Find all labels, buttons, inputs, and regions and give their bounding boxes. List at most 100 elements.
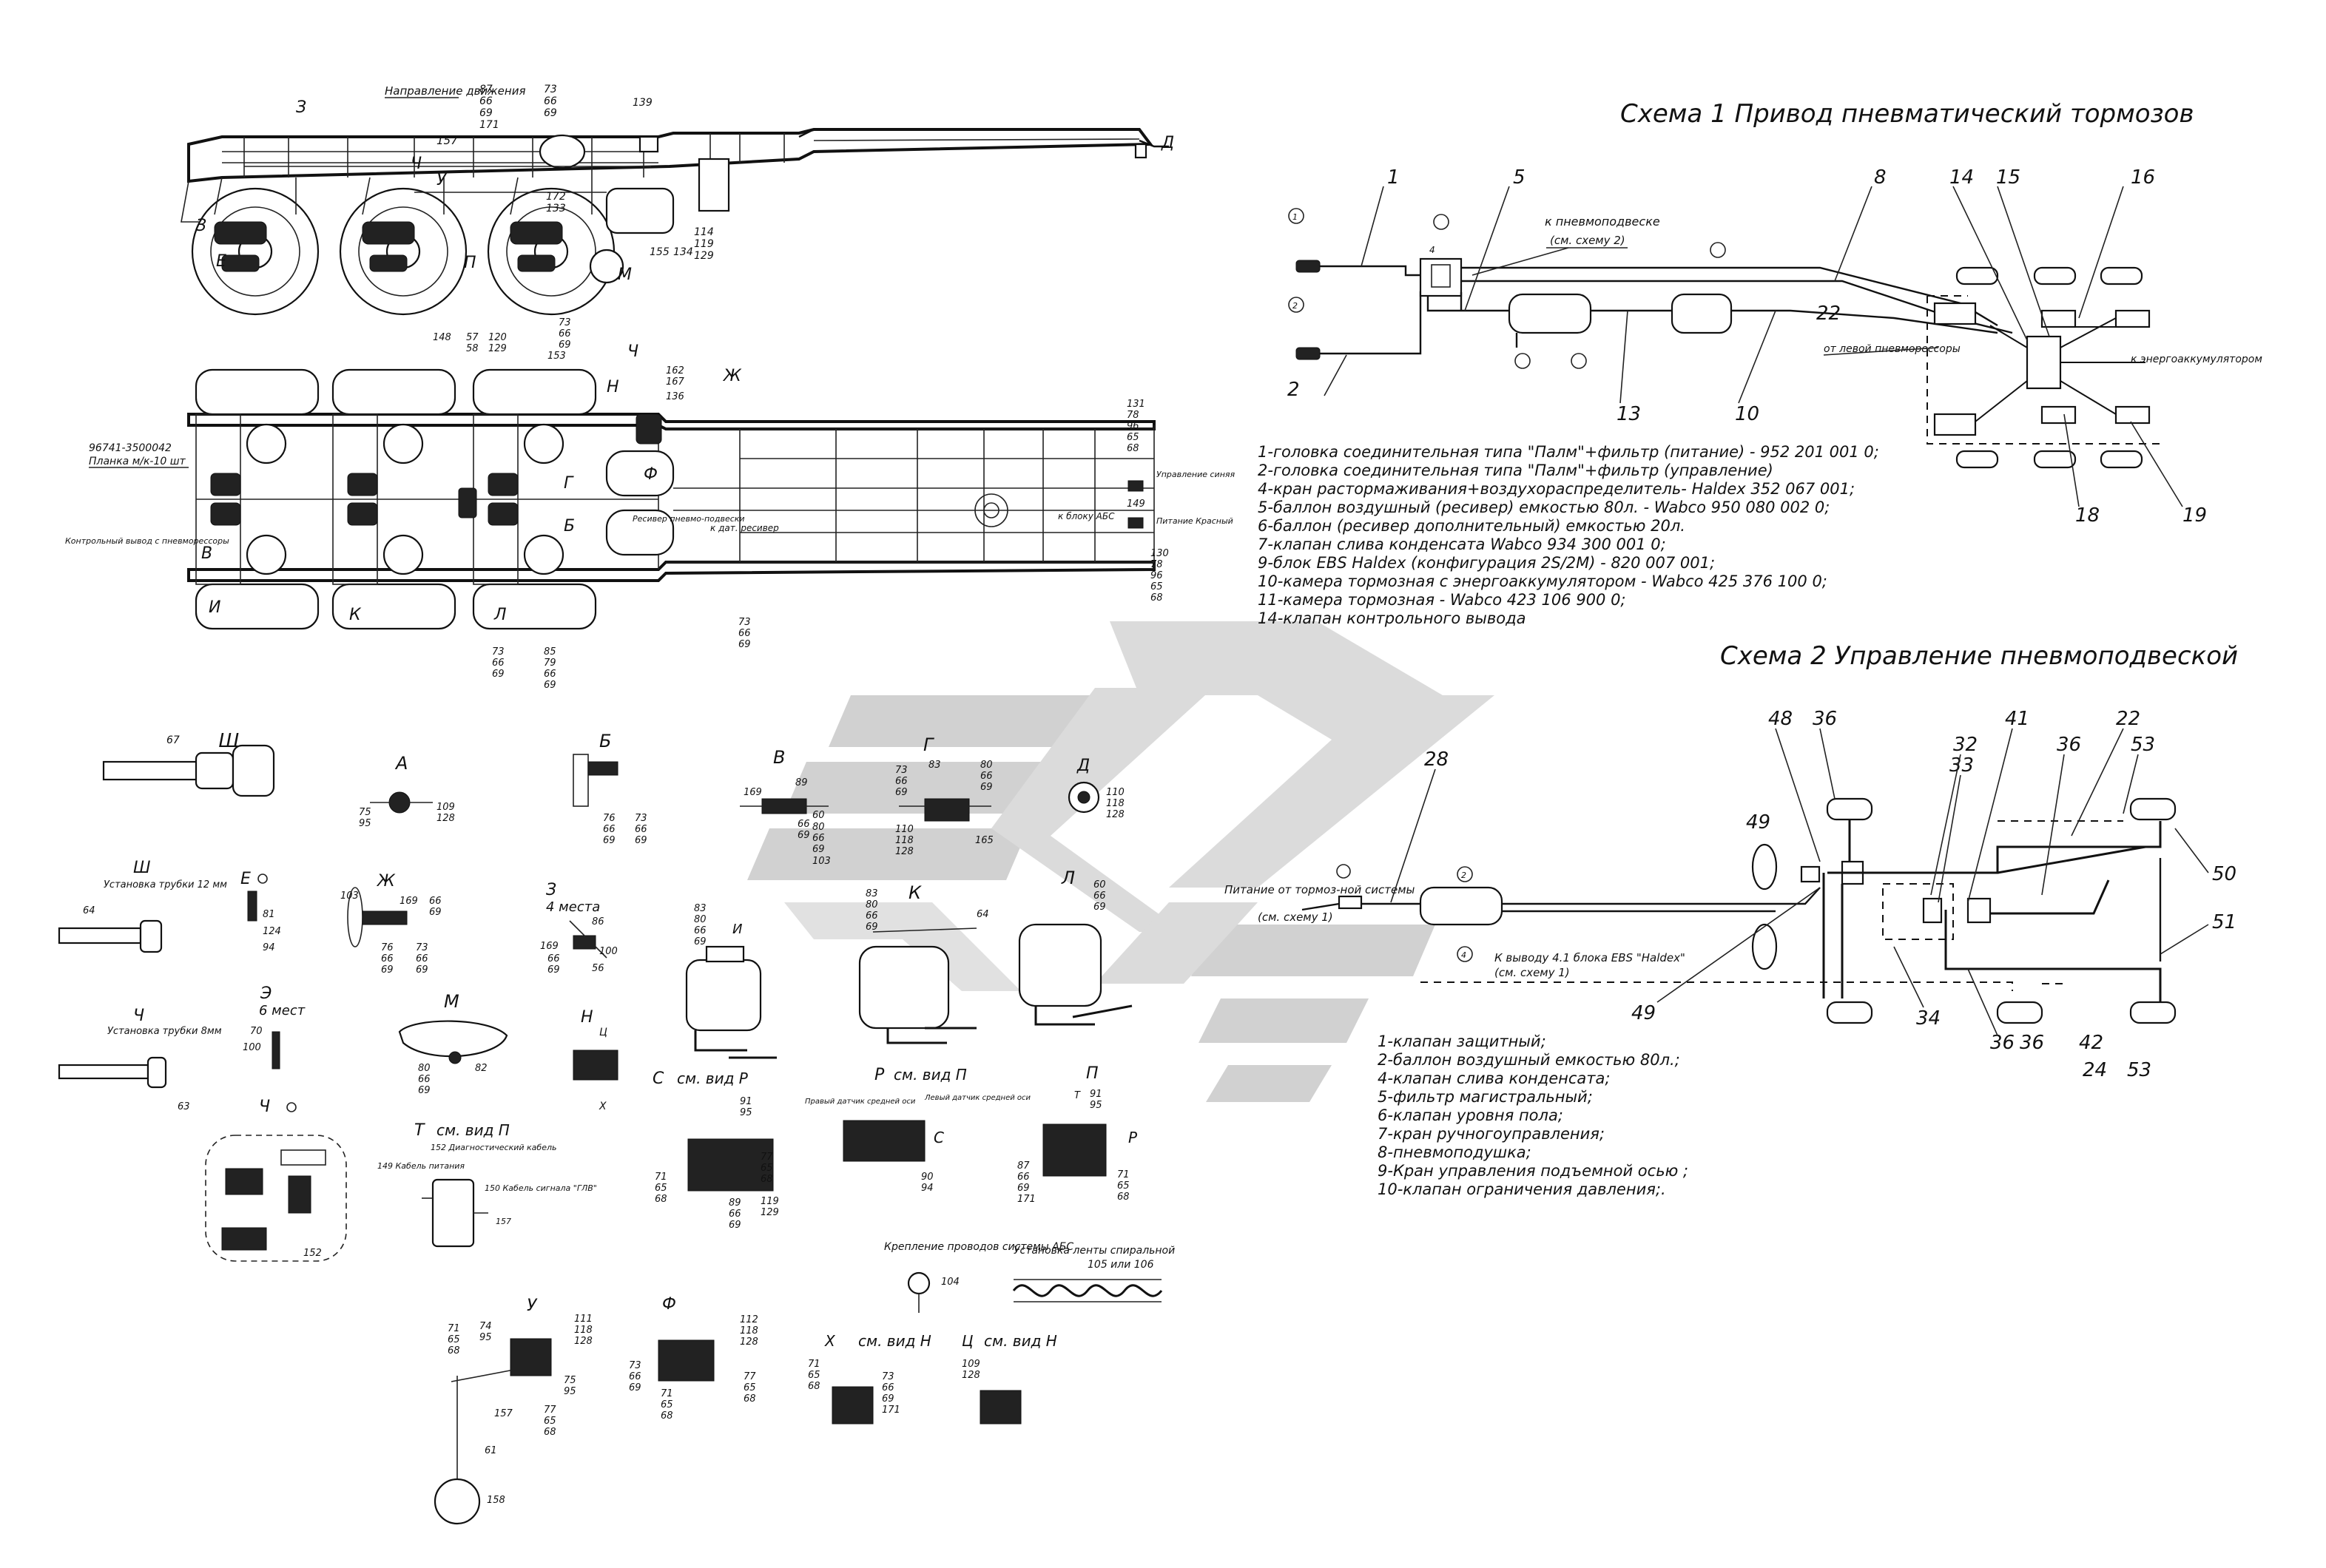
svg-text:10-камера тормозная с энергоак: 10-камера тормозная с энергоаккумуляторо… [1258, 572, 1827, 590]
svg-text:65: 65 [661, 1399, 673, 1410]
svg-text:83: 83 [694, 903, 707, 914]
svg-text:169: 169 [400, 896, 418, 907]
svg-text:100: 100 [599, 946, 618, 957]
svg-text:Н: Н [581, 1008, 593, 1027]
svg-text:69: 69 [544, 107, 557, 119]
scheme2-title: Схема 2 Управление пневмоподвеской [1720, 641, 2238, 671]
scheme2: Схема 2 Управление пневмоподвеской 2 4 П… [1224, 641, 2238, 1198]
svg-text:5-баллон воздушный (ресивер) е: 5-баллон воздушный (ресивер) емкостью 80… [1258, 499, 1830, 516]
svg-text:66: 66 [492, 658, 505, 669]
svg-text:96: 96 [1127, 421, 1139, 432]
detail-t: Т см. вид П 152 Диагностический кабель 1… [377, 1121, 597, 1248]
svg-text:14-клапан контрольного вывода: 14-клапан контрольного вывода [1258, 609, 1526, 627]
svg-text:Установка трубки 12 мм: Установка трубки 12 мм [104, 879, 227, 891]
svg-text:95: 95 [359, 818, 371, 829]
svg-text:14: 14 [1949, 166, 1974, 189]
svg-text:Р: Р [874, 1066, 885, 1084]
svg-text:131: 131 [1127, 399, 1145, 410]
svg-text:33: 33 [1949, 754, 1974, 777]
svg-text:66: 66 [629, 1371, 641, 1382]
svg-text:65: 65 [744, 1382, 756, 1393]
svg-text:109: 109 [436, 802, 455, 813]
svg-text:13: 13 [1617, 403, 1641, 425]
svg-text:96741-3500042: 96741-3500042 [89, 442, 172, 454]
svg-text:28: 28 [1424, 748, 1449, 771]
svg-text:69: 69 [895, 787, 908, 798]
svg-text:34: 34 [1916, 1007, 1941, 1030]
svg-text:61: 61 [485, 1445, 497, 1456]
svg-text:З: З [296, 98, 306, 117]
svg-text:4-кран растормаживания+воздухо: 4-кран растормаживания+воздухораспредели… [1258, 480, 1855, 498]
svg-text:65: 65 [544, 1416, 556, 1427]
svg-text:70: 70 [250, 1026, 263, 1037]
trailer-plan-view: Ресивер пневмо-подвески к дат. ресивер к… [65, 317, 1236, 691]
svg-text:95: 95 [564, 1386, 576, 1397]
svg-text:к дат. ресивер: к дат. ресивер [710, 523, 779, 533]
svg-text:У: У [527, 1297, 538, 1315]
scheme1-receiver-80l [1508, 293, 1592, 334]
svg-text:68: 68 [1117, 1192, 1130, 1203]
svg-text:22: 22 [2116, 708, 2140, 730]
svg-text:69: 69 [544, 680, 556, 691]
svg-text:80: 80 [418, 1063, 431, 1074]
svg-text:112: 112 [740, 1314, 758, 1325]
scheme1-receiver-20l [1671, 293, 1733, 334]
svg-text:69: 69 [729, 1220, 741, 1231]
svg-text:68: 68 [661, 1410, 673, 1422]
svg-text:68: 68 [1127, 443, 1139, 454]
svg-text:139: 139 [633, 97, 653, 109]
svg-text:167: 167 [666, 376, 685, 388]
svg-text:150 Кабель сигнала "ГЛВ": 150 Кабель сигнала "ГЛВ" [485, 1183, 597, 1193]
detail-spiral-tape: Установка ленты спиральной 105 или 106 [1012, 1245, 1175, 1302]
svg-text:157: 157 [496, 1217, 511, 1226]
svg-text:129: 129 [488, 343, 507, 354]
svg-text:(см. схему 2): (см. схему 2) [1550, 234, 1625, 247]
side-wheel-1 [191, 187, 320, 316]
svg-text:С: С [653, 1069, 664, 1088]
svg-text:66: 66 [798, 819, 810, 830]
svg-text:69: 69 [1017, 1183, 1030, 1194]
svg-text:24: 24 [2083, 1059, 2107, 1081]
svg-text:66: 66 [544, 95, 557, 107]
svg-text:см. вид П: см. вид П [436, 1121, 510, 1139]
svg-text:64: 64 [83, 905, 95, 916]
svg-text:65: 65 [655, 1183, 667, 1194]
svg-text:169: 169 [540, 941, 559, 952]
svg-text:Ж: Ж [722, 367, 742, 385]
svg-text:Ц: Ц [599, 1027, 607, 1038]
svg-text:73: 73 [559, 317, 571, 328]
svg-text:66: 66 [882, 1382, 894, 1393]
svg-text:86: 86 [592, 916, 604, 927]
svg-text:42: 42 [2079, 1032, 2103, 1054]
svg-text:66: 66 [729, 1209, 741, 1220]
svg-text:69: 69 [866, 922, 878, 933]
svg-text:75: 75 [564, 1375, 576, 1386]
ebs-block [2026, 335, 2062, 390]
side-wheel-2 [339, 187, 468, 316]
svg-text:149 Кабель питания: 149 Кабель питания [377, 1161, 465, 1171]
svg-text:128: 128 [962, 1370, 980, 1381]
detail-r: Р см. вид П Правый датчик средней оси Ле… [805, 1066, 1031, 1194]
svg-text:73: 73 [635, 813, 647, 824]
svg-text:П: П [1086, 1064, 1099, 1083]
svg-text:118: 118 [1106, 798, 1125, 809]
svg-text:128: 128 [436, 813, 455, 824]
svg-text:118: 118 [574, 1325, 593, 1336]
svg-text:69: 69 [547, 964, 560, 976]
svg-text:15: 15 [1996, 166, 2020, 189]
svg-text:7-кран ручногоуправления;: 7-кран ручногоуправления; [1378, 1125, 1605, 1143]
svg-text:128: 128 [574, 1336, 593, 1347]
svg-text:10-клапан ограничения давления: 10-клапан ограничения давления;. [1378, 1180, 1666, 1198]
svg-text:Г: Г [923, 734, 934, 755]
svg-text:130: 130 [1150, 548, 1169, 559]
svg-text:36: 36 [2057, 734, 2081, 756]
svg-text:36: 36 [2020, 1032, 2044, 1054]
svg-text:73: 73 [895, 765, 908, 776]
svg-text:74: 74 [479, 1321, 492, 1332]
svg-text:Контрольный вывод с пневморесс: Контрольный вывод с пневморессоры [65, 536, 229, 546]
